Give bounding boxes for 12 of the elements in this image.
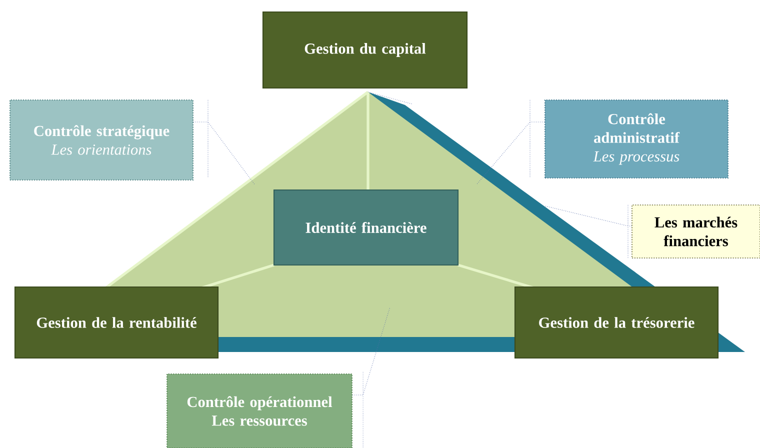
corner-box: Gestion de la rentabilité	[14, 286, 219, 359]
note-box: Les marchés financiers	[631, 204, 760, 259]
title-box: Gestion du capital	[262, 11, 468, 89]
corner-box: Gestion de la trésorerie	[514, 286, 719, 359]
leader-line	[193, 122, 256, 186]
callout-box: Contrôle administratif Les processus	[544, 99, 729, 179]
leader-line	[352, 306, 390, 396]
leader-line	[544, 206, 632, 226]
leader-line	[476, 122, 545, 184]
callout-box: Contrôle stratégique Les orientations	[9, 99, 194, 181]
center-box: Identité financière	[273, 189, 459, 266]
callout-box: Contrôle opérationnel Les ressources	[166, 373, 353, 448]
